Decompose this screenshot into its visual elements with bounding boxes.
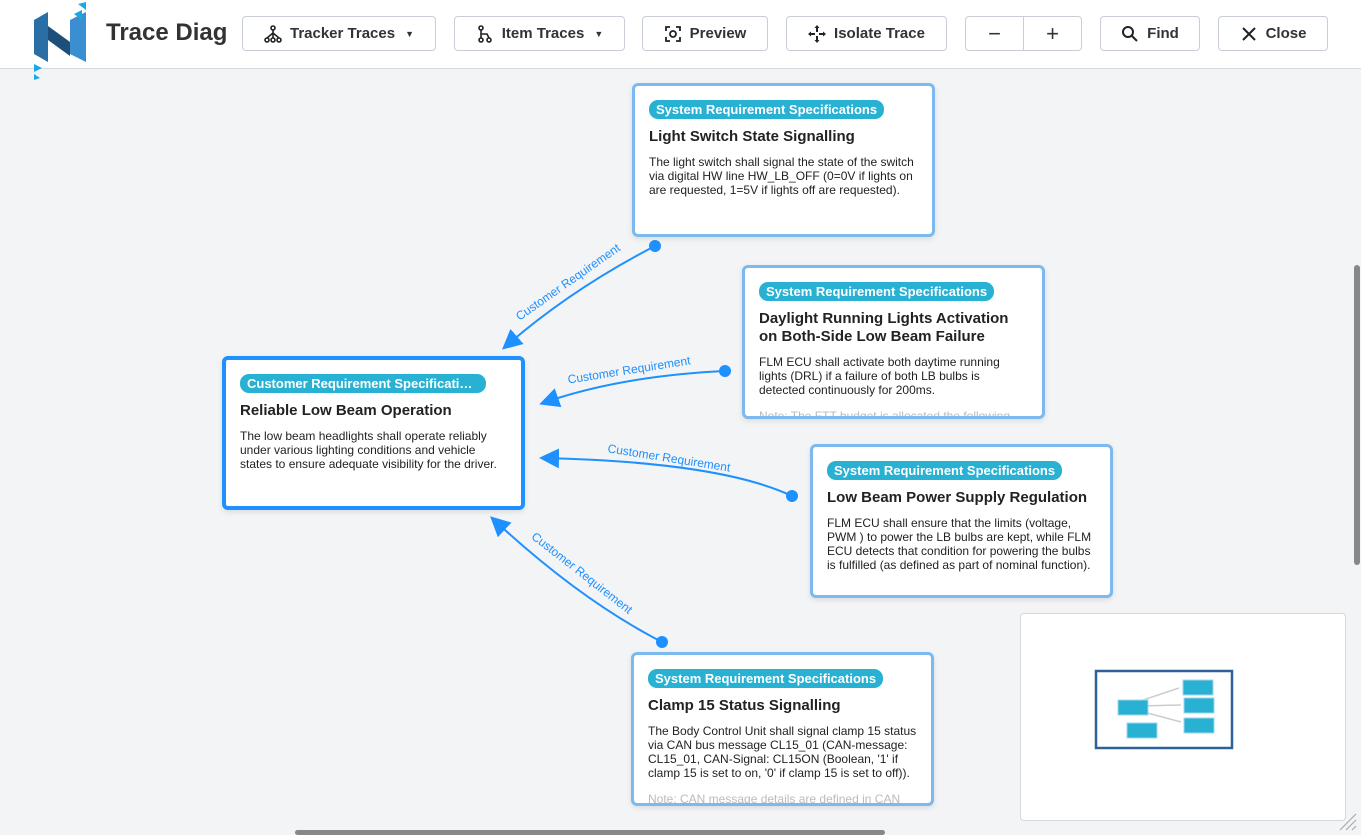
node-type-badge: System Requirement Specifications (649, 100, 885, 119)
isolate-trace-button[interactable]: Isolate Trace (786, 16, 947, 51)
edge-source-handle[interactable] (786, 490, 798, 502)
trace-node-power-supply[interactable]: System Requirement Specifications Low Be… (810, 444, 1113, 598)
node-description: The light switch shall signal the state … (649, 155, 914, 197)
node-title: Daylight Running Lights Activation on Bo… (759, 310, 1009, 345)
edge-source-handle[interactable] (656, 636, 668, 648)
node-description: FLM ECU shall activate both daytime runn… (759, 355, 1000, 397)
isolate-icon (808, 24, 827, 43)
node-title: Reliable Low Beam Operation (240, 402, 452, 419)
node-title: Clamp 15 Status Signalling (648, 697, 841, 714)
edge-line[interactable] (539, 370, 726, 408)
app-logo (34, 2, 86, 80)
zoom-in-button[interactable]: + (1023, 16, 1082, 51)
minimap-graph (1094, 669, 1234, 750)
preview-icon (664, 25, 681, 42)
node-description: FLM ECU shall ensure that the limits (vo… (827, 516, 1092, 572)
edge-line[interactable] (490, 516, 663, 643)
close-label: Close (1265, 25, 1307, 42)
node-type-badge: System Requirement Specifications (759, 282, 995, 301)
node-type-badge: System Requirement Specifications (648, 669, 884, 688)
edge-source-handle[interactable] (649, 240, 661, 252)
trace-node-light-switch[interactable]: System Requirement Specifications Light … (632, 83, 935, 237)
close-button[interactable]: Close (1218, 16, 1328, 51)
vertical-scrollbar[interactable] (1354, 265, 1360, 565)
node-description: The Body Control Unit shall signal clamp… (648, 724, 917, 780)
node-description: The low beam headlights shall operate re… (240, 429, 497, 471)
branch-icon (477, 24, 492, 43)
zoom-out-button[interactable]: − (965, 16, 1024, 51)
minimap[interactable] (1020, 613, 1346, 821)
caret-down-icon: ▼ (594, 28, 604, 39)
tracker-traces-button[interactable]: Tracker Traces ▼ (242, 16, 436, 51)
find-label: Find (1147, 25, 1179, 42)
item-traces-button[interactable]: Item Traces ▼ (454, 16, 625, 51)
node-type-badge: System Requirement Specifications (827, 461, 1063, 480)
tracker-traces-label: Tracker Traces (289, 25, 396, 42)
caret-down-icon: ▼ (405, 28, 414, 39)
app-title: Trace Diag (106, 19, 228, 46)
horizontal-scrollbar[interactable] (295, 830, 885, 835)
search-icon (1122, 25, 1138, 42)
isolate-trace-label: Isolate Trace (834, 25, 925, 42)
resize-handle-icon[interactable] (1338, 812, 1358, 832)
node-note: Note: CAN message details are defined in… (648, 792, 901, 806)
preview-button[interactable]: Preview (642, 16, 768, 51)
hierarchy-icon (264, 24, 282, 43)
preview-label: Preview (689, 25, 747, 42)
node-type-badge: Customer Requirement Specifications (240, 374, 486, 393)
find-button[interactable]: Find (1100, 16, 1200, 51)
trace-node-customer-requirement[interactable]: Customer Requirement Specifications Reli… (222, 356, 525, 510)
edge-line[interactable] (539, 448, 793, 497)
edge-source-handle[interactable] (719, 365, 731, 377)
minimap-viewport[interactable] (1094, 669, 1234, 750)
node-title: Light Switch State Signalling (649, 128, 855, 145)
node-title: Low Beam Power Supply Regulation (827, 489, 1088, 506)
toolbar: Trace Diag Tracker Traces▼ Item Traces▼ … (0, 0, 1361, 80)
trace-node-clamp-15[interactable]: System Requirement Specifications Clamp … (631, 652, 934, 806)
node-note: Note: The FTT budget is allocated the fo… (759, 409, 1011, 419)
trace-node-drl-activation[interactable]: System Requirement Specifications Daylig… (742, 265, 1045, 419)
edge-line[interactable] (501, 245, 656, 350)
close-icon (1241, 26, 1256, 41)
item-traces-label: Item Traces (501, 25, 585, 42)
